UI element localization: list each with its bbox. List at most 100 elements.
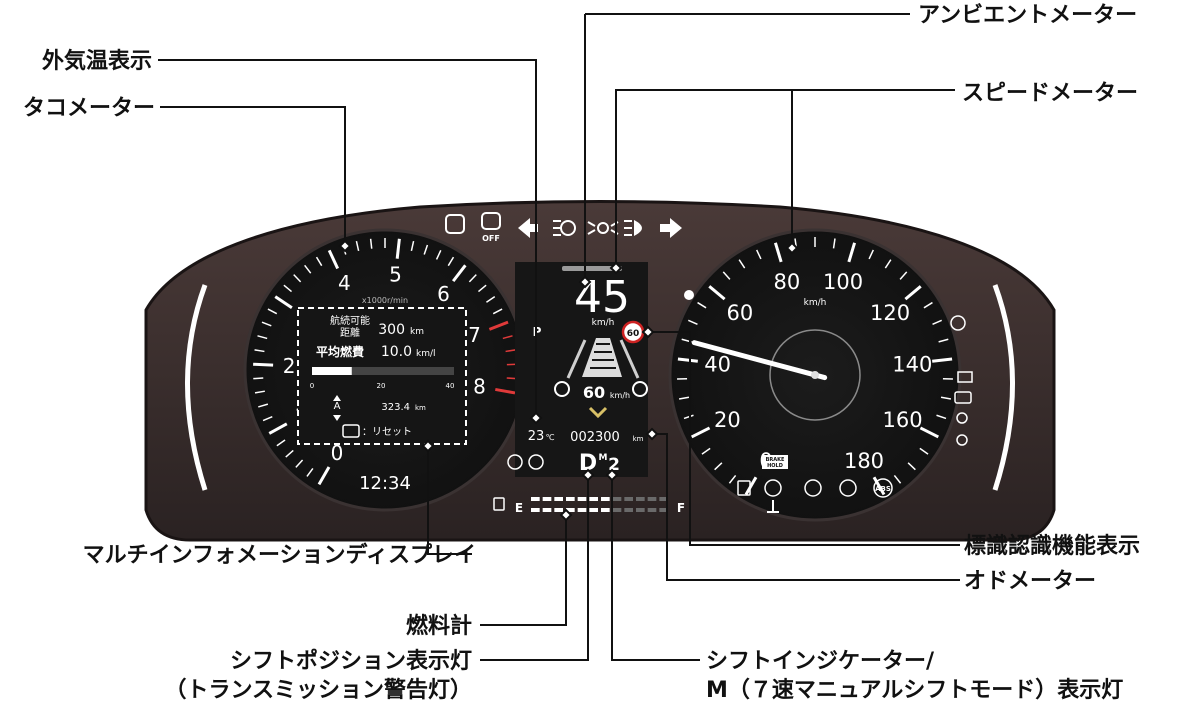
outside-temp-unit: ℃ [546, 433, 555, 442]
fuel-segment [636, 497, 645, 501]
speedo-tick [714, 462, 723, 471]
tacho-label: 5 [389, 263, 402, 287]
speedo-label: 140 [892, 353, 932, 377]
speedo-tick [832, 238, 836, 249]
acc-set-speed: 60 [583, 383, 605, 402]
outside-temp: 23 [528, 429, 545, 444]
fuel-pump-icon [493, 497, 505, 511]
callout-shift-position-1: シフトポジション表示灯 [230, 648, 472, 674]
tacho-tick [477, 284, 487, 293]
fuel-segment [577, 508, 587, 512]
fuel-segment [659, 497, 668, 501]
cmbs-icon [588, 406, 608, 419]
right-trim [992, 284, 1015, 491]
callout-mid: マルチインフォメーションディスプレイ [83, 542, 476, 568]
power-steering-icon [950, 315, 966, 331]
callout-shift-position-2: （トランスミッション警告灯） [164, 678, 472, 703]
ambient-meter-bar [562, 266, 622, 271]
leader-lines [158, 13, 960, 661]
tacho-tick [451, 264, 467, 283]
high-beam-icon [624, 220, 642, 236]
tacho-tick [505, 349, 516, 353]
info-icon [507, 454, 523, 470]
left-turn-icon [518, 218, 538, 238]
leader-fuel [480, 515, 567, 626]
manual-mode-indicator: M [599, 453, 608, 463]
fuel-segment [589, 508, 598, 512]
tacho-tick [306, 467, 314, 477]
tacho-unit: x1000r/min [362, 296, 408, 305]
tacho-tick [261, 321, 272, 327]
callout-odometer: オドメーター [964, 569, 1096, 594]
speedo-tick [773, 242, 783, 263]
leader-sign [648, 331, 960, 546]
speedo-label: 120 [870, 301, 910, 325]
tacho-label: 7 [468, 323, 481, 347]
mid-scale-2: 40 [446, 382, 455, 390]
fuel-segment [612, 497, 622, 501]
fuel-economy-bar-track [312, 367, 454, 375]
speedo-tick [677, 357, 698, 363]
callout-ambient: アンビエントメーター [918, 3, 1137, 28]
fuel-segment [624, 508, 633, 512]
left-trim [185, 284, 208, 491]
steering-button-icon [342, 424, 360, 438]
speedo-tick [884, 259, 892, 269]
center-display [515, 262, 648, 477]
brake-hold-2: HOLD [767, 463, 783, 469]
tacho-tick [495, 387, 516, 395]
tacho-tick [293, 274, 302, 283]
tacho-tick [486, 296, 496, 303]
speedo-label: 100 [823, 270, 863, 294]
speedo-tick [932, 319, 943, 325]
fuel-segment [566, 508, 575, 512]
callout-fuel-gauge: 燃料計 [406, 613, 472, 639]
fuel-segment [554, 497, 563, 501]
tacho-tick [317, 466, 331, 486]
fuel-segment [531, 508, 540, 512]
acc-unit: km/h [610, 391, 630, 400]
range-label-2: 距離 [340, 326, 360, 339]
fuel-segment [612, 508, 622, 512]
tacho-tick [274, 295, 293, 310]
fuel-segment [624, 497, 633, 501]
airbag-icon [956, 434, 968, 446]
trip-unit: km [415, 404, 426, 412]
engine-check-icon [954, 391, 972, 404]
callout-shift-indicator-1: シフトインジケーター/ [706, 649, 935, 674]
coolant-temp-icon [767, 500, 779, 513]
leader-odometer [655, 433, 960, 581]
digital-speed-unit: km/h [592, 318, 615, 328]
leader-tachometer [160, 106, 346, 246]
tacho-tick [254, 390, 265, 394]
fuel-segment [647, 497, 657, 501]
range-value: 300 [378, 322, 405, 338]
tacho-tick [468, 274, 477, 283]
speedo-tick [755, 249, 762, 260]
speedo-tick [919, 426, 939, 439]
tacho-tick [253, 362, 274, 367]
speedo-tick [907, 462, 916, 471]
abs-label: ABS [875, 485, 891, 493]
speedo-tick [932, 357, 953, 363]
fuel-segment [542, 508, 552, 512]
tacho-tick [502, 335, 513, 340]
speedo-tick [940, 396, 952, 400]
speedo-tick [728, 474, 737, 484]
speedo-tick [744, 476, 758, 496]
parking-brake-icon [804, 479, 822, 497]
fuel-segment [601, 497, 610, 501]
avg-unit: km/l [416, 349, 436, 359]
tacho-label: 2 [283, 354, 296, 378]
trip-arrows-icon [333, 395, 341, 421]
speedo-label: 80 [774, 270, 801, 294]
tacho-tick [488, 320, 509, 331]
odometer-unit: km [633, 435, 644, 443]
speedo-tick [678, 396, 690, 400]
tacho-tick [254, 349, 265, 353]
speedo-tick [738, 259, 746, 269]
tacho-label: 0 [331, 441, 344, 465]
acc-icon [554, 381, 570, 397]
callout-sign-recognition: 標識認識機能表示 [964, 533, 1140, 559]
fuel-segment [566, 497, 575, 501]
